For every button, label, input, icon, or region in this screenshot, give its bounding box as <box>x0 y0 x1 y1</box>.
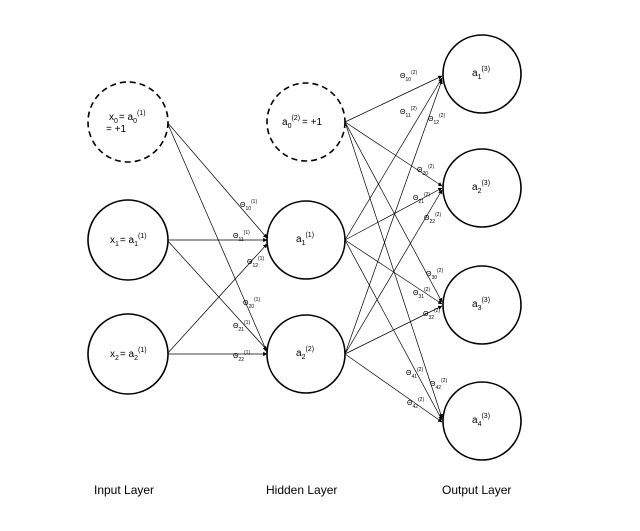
edge-h2-o1 <box>344 79 443 355</box>
edge-h2-o4 <box>344 353 443 423</box>
edge-h0-o1 <box>344 75 443 123</box>
edge-h1-o1 <box>344 77 443 241</box>
node-x0 <box>87 81 169 163</box>
weight-label: Θ42(2) <box>407 397 424 410</box>
weight-label: Θ12(2) <box>428 113 445 126</box>
hidden-layer-nodes <box>266 82 346 394</box>
edge-h1-o2 <box>344 187 443 241</box>
edge-x0-h2 <box>166 121 268 353</box>
weight-label: Θ32(2) <box>423 308 440 321</box>
input-layer-nodes <box>87 81 169 395</box>
weight-label: Θ30(2) <box>426 268 443 281</box>
edge-h2-o3 <box>344 305 443 355</box>
weight-label: Θ20(2) <box>417 164 434 177</box>
weight-label: Θ41(2) <box>406 367 423 380</box>
edges-layer-2 <box>344 75 443 423</box>
edge-x0-h1 <box>166 121 268 239</box>
weight-label: Θ11(1) <box>233 230 250 243</box>
node-x2 <box>87 313 169 395</box>
edge-h0-o3 <box>344 121 443 303</box>
hidden-layer-caption: Hidden Layer <box>266 483 337 497</box>
node-h2-label: a2(2) <box>296 346 314 361</box>
node-x1-label: x1= a1(1) <box>110 233 147 248</box>
node-o2 <box>442 148 522 228</box>
node-x1 <box>87 199 169 281</box>
input-layer-caption: Input Layer <box>94 483 154 497</box>
edge-h0-o4 <box>344 121 443 419</box>
edge-x2-h1 <box>166 243 268 355</box>
weight-label: Θ10(2) <box>400 70 417 83</box>
output-layer-caption: Output Layer <box>442 483 511 497</box>
weights-layer-1: Θ10(1) Θ11(1) Θ12(1) Θ20(1) Θ21(1) Θ22(1… <box>233 199 264 363</box>
node-o1-label: a1(3) <box>472 66 490 81</box>
weight-label: Θ20(1) <box>243 297 260 310</box>
weight-label: Θ10(1) <box>240 199 257 212</box>
weight-label: Θ22(1) <box>233 350 250 363</box>
node-h2 <box>266 314 346 394</box>
edge-h0-o2 <box>344 121 443 187</box>
node-h0-label: a0(2)= +1 <box>282 115 322 130</box>
weight-label: Θ21(2) <box>413 192 430 205</box>
weight-label: Θ21(1) <box>233 320 250 333</box>
node-x0-label: x0= a0(1) <box>109 110 146 125</box>
node-h0 <box>266 82 346 162</box>
weight-label: Θ22(2) <box>424 212 441 225</box>
node-o1 <box>442 34 522 114</box>
weight-label: Θ11(2) <box>400 106 417 119</box>
node-h1-label: a1(1) <box>296 232 314 247</box>
output-layer-nodes <box>442 34 522 461</box>
weight-label: Θ42(2) <box>430 378 447 391</box>
edge-h2-o2 <box>344 189 443 355</box>
node-o2-label: a2(3) <box>472 180 490 195</box>
node-x0-extra: = +1 <box>106 124 126 135</box>
node-o4-label: a4(3) <box>472 413 490 428</box>
weights-layer-2: Θ10(2) Θ11(2) Θ12(2) Θ20(2) Θ21(2) Θ22(2… <box>400 70 447 410</box>
edges-layer-1 <box>166 121 268 357</box>
weight-label: Θ31(2) <box>413 287 430 300</box>
node-o3 <box>442 265 522 345</box>
node-o4 <box>442 381 522 461</box>
node-x2-label: x2= a2(1) <box>110 347 147 362</box>
edge-x1-h2 <box>166 239 268 351</box>
weight-label: Θ12(1) <box>247 256 264 269</box>
node-o3-label: a3(3) <box>472 297 490 312</box>
node-h1 <box>266 200 346 280</box>
